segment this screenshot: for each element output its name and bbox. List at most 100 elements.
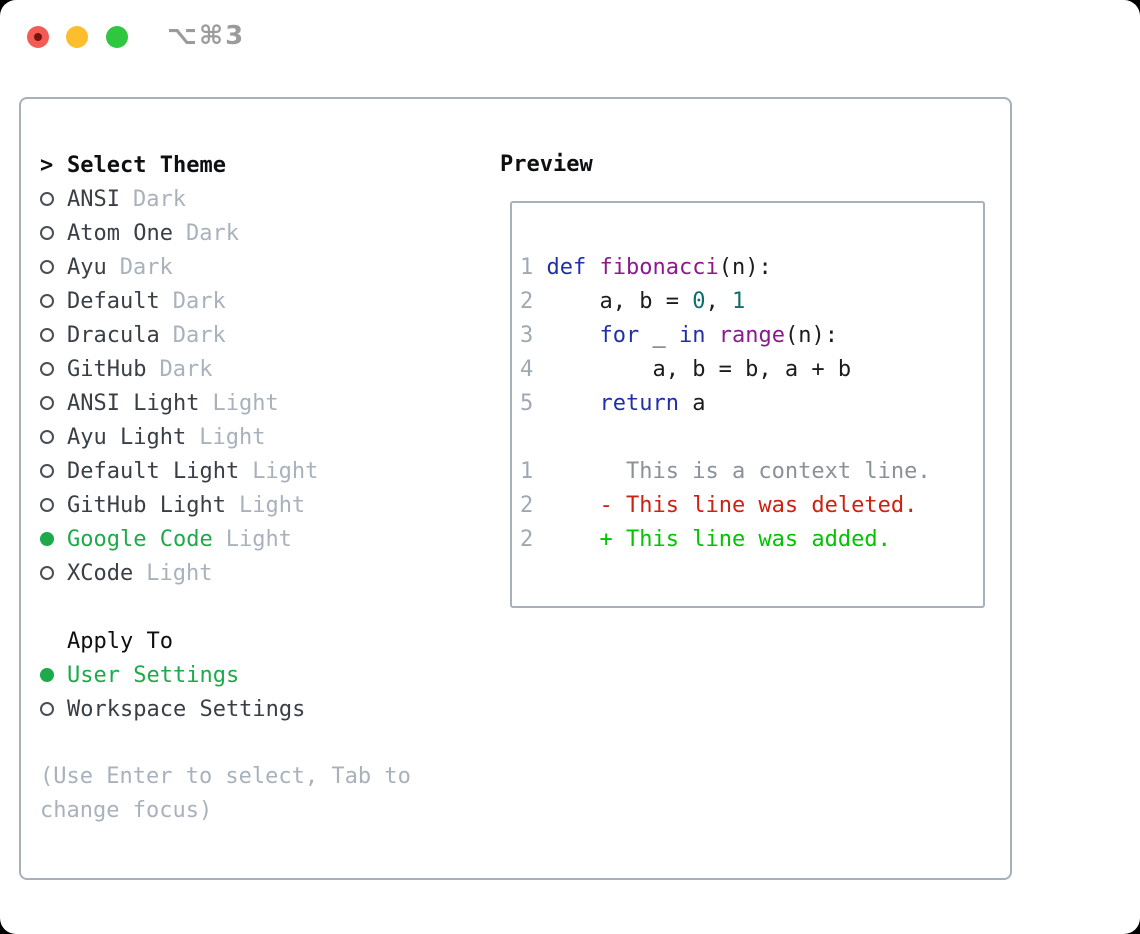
- radio-unselected-icon: [40, 566, 54, 580]
- code-line: 4 a, b = b, a + b: [520, 357, 852, 382]
- radio-unselected-icon: [40, 226, 54, 240]
- diff-line-context: 1 This is a context line.: [520, 455, 983, 489]
- theme-name: Google Code: [67, 526, 213, 552]
- apply-to-header: Apply To: [40, 624, 411, 658]
- radio-marker: [40, 192, 67, 206]
- traffic-light-minimize-button[interactable]: [66, 26, 88, 48]
- radio-marker: [40, 294, 67, 308]
- radio-selected-icon: [40, 532, 54, 546]
- line-number: 3: [520, 323, 534, 348]
- theme-option-ayu-light[interactable]: Ayu Light Light: [40, 420, 411, 454]
- diff-marker: [599, 459, 612, 484]
- radio-selected-icon: [40, 668, 54, 682]
- radio-unselected-icon: [40, 328, 54, 342]
- traffic-light-zoom-button[interactable]: [106, 26, 128, 48]
- radio-unselected-icon: [40, 192, 54, 206]
- radio-unselected-icon: [40, 362, 54, 376]
- theme-variant-tag: Light: [212, 390, 279, 416]
- theme-variant-tag: Light: [146, 560, 213, 586]
- theme-option-dracula[interactable]: Dracula Dark: [40, 318, 411, 352]
- theme-variant-tag: Dark: [185, 220, 239, 246]
- radio-unselected-icon: [40, 498, 54, 512]
- theme-option-ansi-light[interactable]: ANSI Light Light: [40, 386, 411, 420]
- theme-variant-tag: Dark: [132, 186, 186, 212]
- help-text: (Use Enter to select, Tab to change focu…: [40, 760, 411, 828]
- apply-to-label: Apply To: [67, 628, 173, 654]
- radio-marker: [40, 668, 67, 682]
- theme-name: XCode: [67, 560, 134, 586]
- apply-target-name: User Settings: [67, 662, 240, 688]
- theme-option-ayu[interactable]: Ayu Dark: [40, 250, 411, 284]
- blank-line: [520, 421, 983, 455]
- theme-variant-tag: Light: [252, 458, 319, 484]
- line-number: 2: [520, 527, 534, 552]
- theme-name: Ayu Light: [67, 424, 187, 450]
- theme-name: ANSI Light: [67, 390, 200, 416]
- help-line: change focus): [40, 798, 213, 823]
- radio-unselected-icon: [40, 430, 54, 444]
- apply-option-workspace-settings[interactable]: Workspace Settings: [40, 692, 411, 726]
- line-number: 1: [520, 255, 534, 280]
- radio-unselected-icon: [40, 396, 54, 410]
- preview-title: Preview: [500, 152, 593, 177]
- theme-option-xcode[interactable]: XCode Light: [40, 556, 411, 590]
- radio-marker: [40, 396, 67, 410]
- select-theme-label: Select Theme: [67, 152, 226, 178]
- spacer: [40, 590, 411, 624]
- line-number: 1: [520, 459, 534, 484]
- code-line: 1 def fibonacci(n):: [520, 255, 772, 280]
- radio-marker: [40, 260, 67, 274]
- theme-variant-tag: Dark: [159, 356, 213, 382]
- apply-option-user-settings[interactable]: User Settings: [40, 658, 411, 692]
- theme-variant-tag: Light: [225, 526, 292, 552]
- diff-marker: -: [599, 493, 613, 518]
- radio-marker: [40, 226, 67, 240]
- theme-name: Ayu: [67, 254, 107, 280]
- radio-marker: [40, 362, 67, 376]
- line-number: 4: [520, 357, 534, 382]
- select-theme-header: > Select Theme: [40, 148, 411, 182]
- theme-option-github-light[interactable]: GitHub Light Light: [40, 488, 411, 522]
- theme-option-ansi[interactable]: ANSI Dark: [40, 182, 411, 216]
- theme-variant-tag: Light: [199, 424, 266, 450]
- theme-variant-tag: Dark: [119, 254, 173, 280]
- theme-variant-tag: Dark: [172, 322, 226, 348]
- radio-marker: [40, 532, 67, 546]
- radio-marker: [40, 328, 67, 342]
- code-line: 5 return a: [520, 391, 706, 416]
- radio-unselected-icon: [40, 294, 54, 308]
- diff-text: This line was added.: [625, 527, 891, 552]
- spacer: [40, 726, 411, 760]
- code-line: 2 a, b = 0, 1: [520, 289, 746, 314]
- theme-name: Default: [67, 288, 160, 314]
- radio-marker: [40, 464, 67, 478]
- close-icon: [34, 33, 42, 41]
- radio-marker: [40, 498, 67, 512]
- theme-variant-tag: Light: [238, 492, 306, 518]
- prompt-caret-icon: >: [40, 152, 54, 178]
- diff-text: This line was deleted.: [625, 493, 918, 518]
- line-number: 2: [520, 289, 534, 314]
- traffic-light-close-button[interactable]: [27, 26, 49, 48]
- theme-name: GitHub Light: [67, 492, 226, 518]
- radio-unselected-icon: [40, 464, 54, 478]
- line-number: 2: [520, 493, 534, 518]
- theme-name: ANSI: [67, 186, 120, 212]
- radio-unselected-icon: [40, 260, 54, 274]
- radio-unselected-icon: [40, 702, 54, 716]
- radio-marker: [40, 702, 67, 716]
- help-line: (Use Enter to select, Tab to: [40, 764, 411, 789]
- theme-name: Dracula: [67, 322, 160, 348]
- theme-option-google-code[interactable]: Google Code Light: [40, 522, 411, 556]
- diff-line-added: 2 + This line was added.: [520, 523, 983, 557]
- apply-target-name: Workspace Settings: [67, 696, 306, 722]
